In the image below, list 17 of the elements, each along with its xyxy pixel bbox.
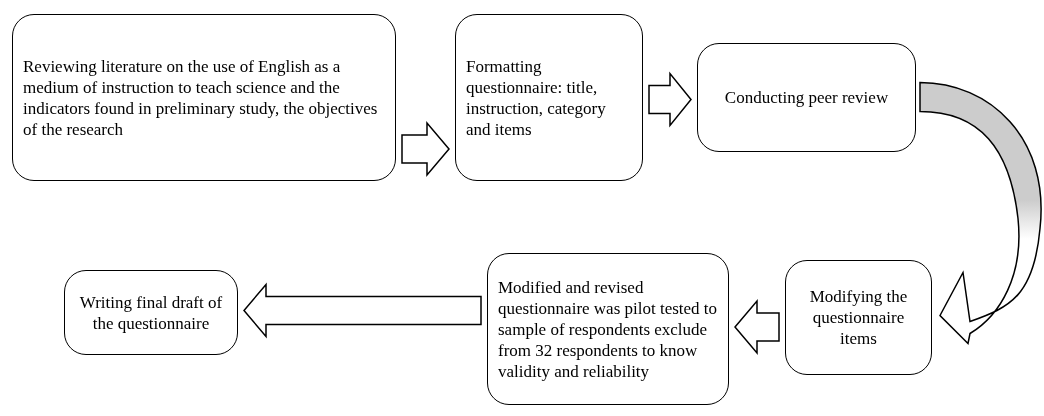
step-text: Conducting peer review [724,87,889,108]
process-box [12,14,396,181]
block-arrow [734,298,780,356]
step-text: Modified and revised questionnaire was pilot tested to sample of respondents exclude from 32 respondents to know validity and reliability [498,276,718,382]
process-box [487,253,729,405]
process-box [785,260,932,375]
step-text: Modifying the questionnaire items [808,286,909,349]
step-text: Reviewing literature on the use of English as a medium of instruction to teach science and the indicators found in preliminary study, the objectives of the research [23,55,379,140]
block-arrow [401,120,450,178]
step-text: Formatting questionnaire: title, instruction, category and items [466,55,607,140]
process-box [64,270,238,355]
step-text: Writing final draft of the questionnaire [78,291,224,334]
block-arrow [243,282,482,339]
process-box [455,14,643,181]
process-box [697,43,916,152]
block-arrow [919,81,1042,345]
block-arrow [648,71,692,128]
